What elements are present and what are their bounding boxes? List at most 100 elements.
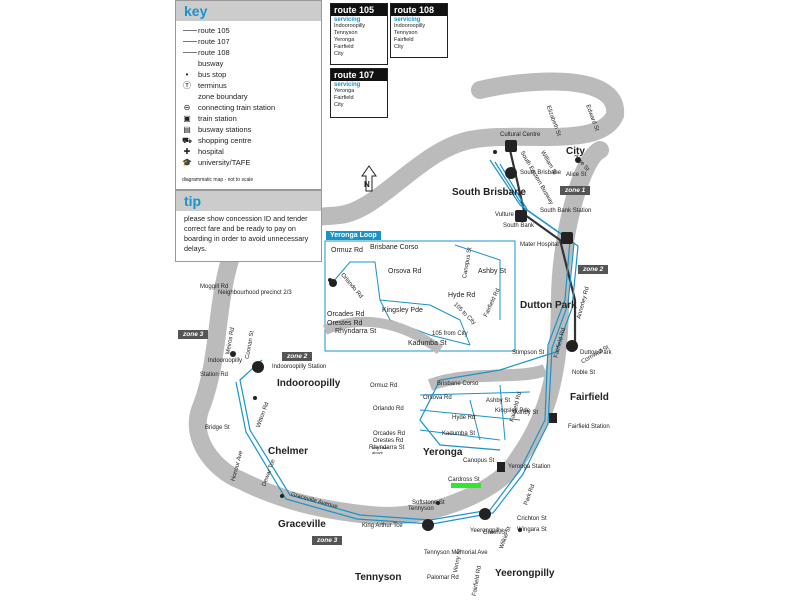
street-label: Vulture St — [495, 212, 522, 218]
suburb-label: South Brisbane — [452, 187, 526, 198]
inset-street-label: Kingsley Pde — [382, 307, 423, 314]
key-label: busway — [198, 59, 224, 68]
station-label: Indooroopilly — [208, 358, 243, 364]
key-symbol-icon: • — [185, 70, 189, 79]
route-107-box: route 107 servicing Yeronga Fairfield Ci… — [330, 68, 388, 118]
key-item: busway — [176, 58, 316, 69]
street-label: Hyde Rd — [452, 415, 476, 421]
busway-line — [508, 149, 577, 350]
street-label: Orcades Rd — [373, 431, 406, 437]
station-label: South Brisbane — [520, 170, 562, 176]
street-label: Rhyndarra St — [369, 445, 405, 451]
suburb-label: Chelmer — [268, 446, 309, 457]
key-symbol-icon: ✚ — [183, 147, 191, 156]
key-item: ✚hospital — [176, 146, 316, 157]
street-label: Ashby St — [514, 410, 539, 416]
street-label: Crichton St — [517, 516, 547, 522]
key-label: zone boundary — [198, 92, 248, 101]
station-label: Yeronga Station — [508, 464, 551, 470]
station-label: South Bank Station — [540, 208, 592, 214]
key-symbol-icon: ▣ — [183, 114, 191, 123]
suburb-label: Yeerongpilly — [495, 568, 555, 579]
route-108-place: Tennyson — [394, 30, 418, 36]
route-105-box: route 105 servicing Indooroopilly Tennys… — [330, 3, 388, 65]
key-title: key — [176, 1, 321, 21]
route-108-title: route 108 — [391, 4, 447, 16]
station-label: Neighbourhood precinct 2/3 — [218, 290, 292, 296]
key-item: ⊖ connecting train station — [176, 102, 316, 113]
route-105-place: Yeronga — [334, 37, 355, 43]
street-label: Tennyson Memorial Ave — [424, 550, 488, 556]
tip-text: please show concession ID and tender cor… — [184, 214, 309, 253]
key-item: ▤busway stations — [176, 124, 316, 135]
route-105-place: City — [334, 51, 344, 57]
inset-street-label: Brisbane Corso — [370, 244, 419, 251]
key-symbol-icon — [180, 91, 194, 102]
street-label: Bridge St — [205, 425, 230, 431]
route-107-place: Fairfield — [334, 95, 354, 101]
street-label: Wingara St — [517, 527, 547, 533]
key-item: ▣train station — [176, 113, 316, 124]
key-symbol-icon — [180, 58, 194, 69]
route-108-box: route 108 servicing Indooroopilly Tennys… — [390, 3, 448, 58]
yeronga-streets — [419, 384, 531, 441]
route-108-place: City — [394, 44, 404, 50]
highlight-marker — [451, 483, 481, 488]
station-label: Dutton Park — [580, 350, 612, 356]
route-108-servicing: servicing — [394, 17, 421, 23]
street-label: Moggill Rd — [200, 284, 229, 290]
inset-street-label: Kadumba St — [408, 340, 447, 347]
key-label: connecting train station — [198, 103, 276, 112]
route-105-place: Tennyson — [334, 30, 358, 36]
suburb-label: City — [566, 146, 585, 157]
key-symbol-icon: ⛟ — [181, 136, 193, 145]
key-symbol-icon: ⊖ — [183, 103, 191, 112]
key-label: bus stop — [198, 70, 227, 79]
route-105-place: Fairfield — [334, 44, 354, 50]
route-105-servicing: servicing — [334, 17, 361, 23]
river-branch — [427, 364, 548, 391]
inset-street-label: Ormuz Rd — [331, 247, 363, 254]
street-label: Station Rd — [200, 372, 229, 378]
key-label: shopping centre — [198, 136, 252, 145]
north-arrow — [361, 165, 377, 192]
suburb-label: Tennyson — [355, 572, 402, 583]
key-label: route 107 — [198, 37, 230, 46]
station-label: South Bank — [503, 223, 535, 229]
street-label: Ashby St — [486, 398, 511, 404]
zone-label: zone 3 — [312, 536, 343, 545]
key-label: route 105 — [198, 26, 230, 35]
inset-street-label: Rhyndarra St — [335, 328, 377, 335]
north-label: N — [364, 180, 370, 189]
route-107-servicing: servicing — [334, 82, 361, 88]
key-item: • bus stop — [176, 69, 316, 80]
inset-street-label: 105 from City — [432, 331, 468, 337]
zone-label: zone 1 — [560, 186, 591, 195]
street-label: Kingsley Pde — [495, 408, 531, 414]
key-symbol-icon: 🎓 — [182, 158, 192, 167]
street-label: Brisbane Corso — [437, 381, 479, 387]
station-label: Fairfield Station — [568, 424, 610, 430]
suburb-label: Indooroopilly — [277, 378, 341, 389]
street-label: Ormuz Rd — [370, 383, 398, 389]
route-107-place: Yeronga — [334, 88, 355, 94]
street-label: Green St — [483, 530, 508, 536]
street-label: Stimpson St — [512, 350, 545, 356]
key-symbol-icon — [180, 25, 197, 36]
station-label: Mater Hospital — [520, 242, 559, 248]
key-item: route 107 — [176, 36, 316, 47]
key-symbol-icon: ▤ — [183, 125, 191, 134]
route-105-line — [239, 159, 571, 521]
route-105-place: Indooroopilly — [334, 23, 366, 29]
street-label: Palomar Rd — [427, 575, 459, 581]
station-label: Yeerongpilly — [470, 528, 503, 534]
street-label: Canopus St — [463, 458, 495, 464]
street-label: Orestes Rd — [373, 438, 404, 444]
inset-street-label: Ashby St — [478, 268, 507, 275]
brisbane-river — [188, 72, 625, 525]
inset-street-label: Hyde Rd — [448, 292, 476, 299]
key-item: route 108 — [176, 47, 316, 58]
